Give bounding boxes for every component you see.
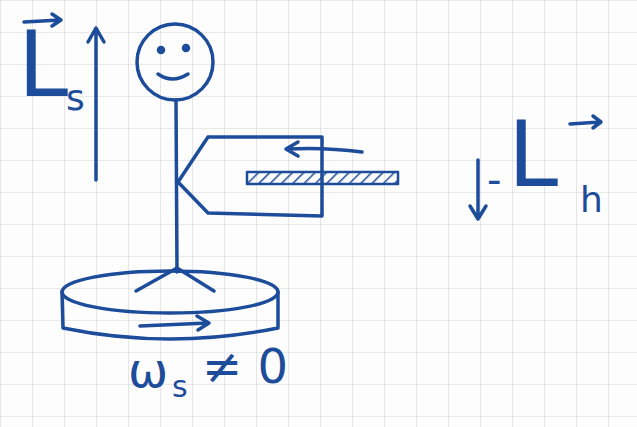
subscript: s: [172, 372, 188, 402]
minus-sign: -: [487, 160, 501, 200]
vector-symbol: L: [18, 20, 68, 110]
eye: [184, 46, 189, 51]
platform-side: [62, 292, 278, 339]
subscript: s: [66, 80, 85, 116]
smile: [158, 74, 188, 79]
eye: [159, 48, 164, 53]
subscript: h: [580, 182, 603, 218]
platform-top: [62, 271, 278, 313]
stick-head: [137, 24, 213, 100]
vector-arrow: [570, 116, 601, 128]
vector-symbol: L: [508, 110, 558, 200]
rotation-arrow: [286, 142, 362, 156]
omega-symbol: ω: [128, 346, 168, 394]
momentum-arrow: [88, 28, 104, 180]
inequality: ≠ 0: [202, 342, 288, 390]
rotation-arrow: [140, 316, 209, 330]
axle: [247, 172, 398, 184]
stick-body: [176, 100, 177, 272]
momentum-arrow: [470, 160, 486, 219]
